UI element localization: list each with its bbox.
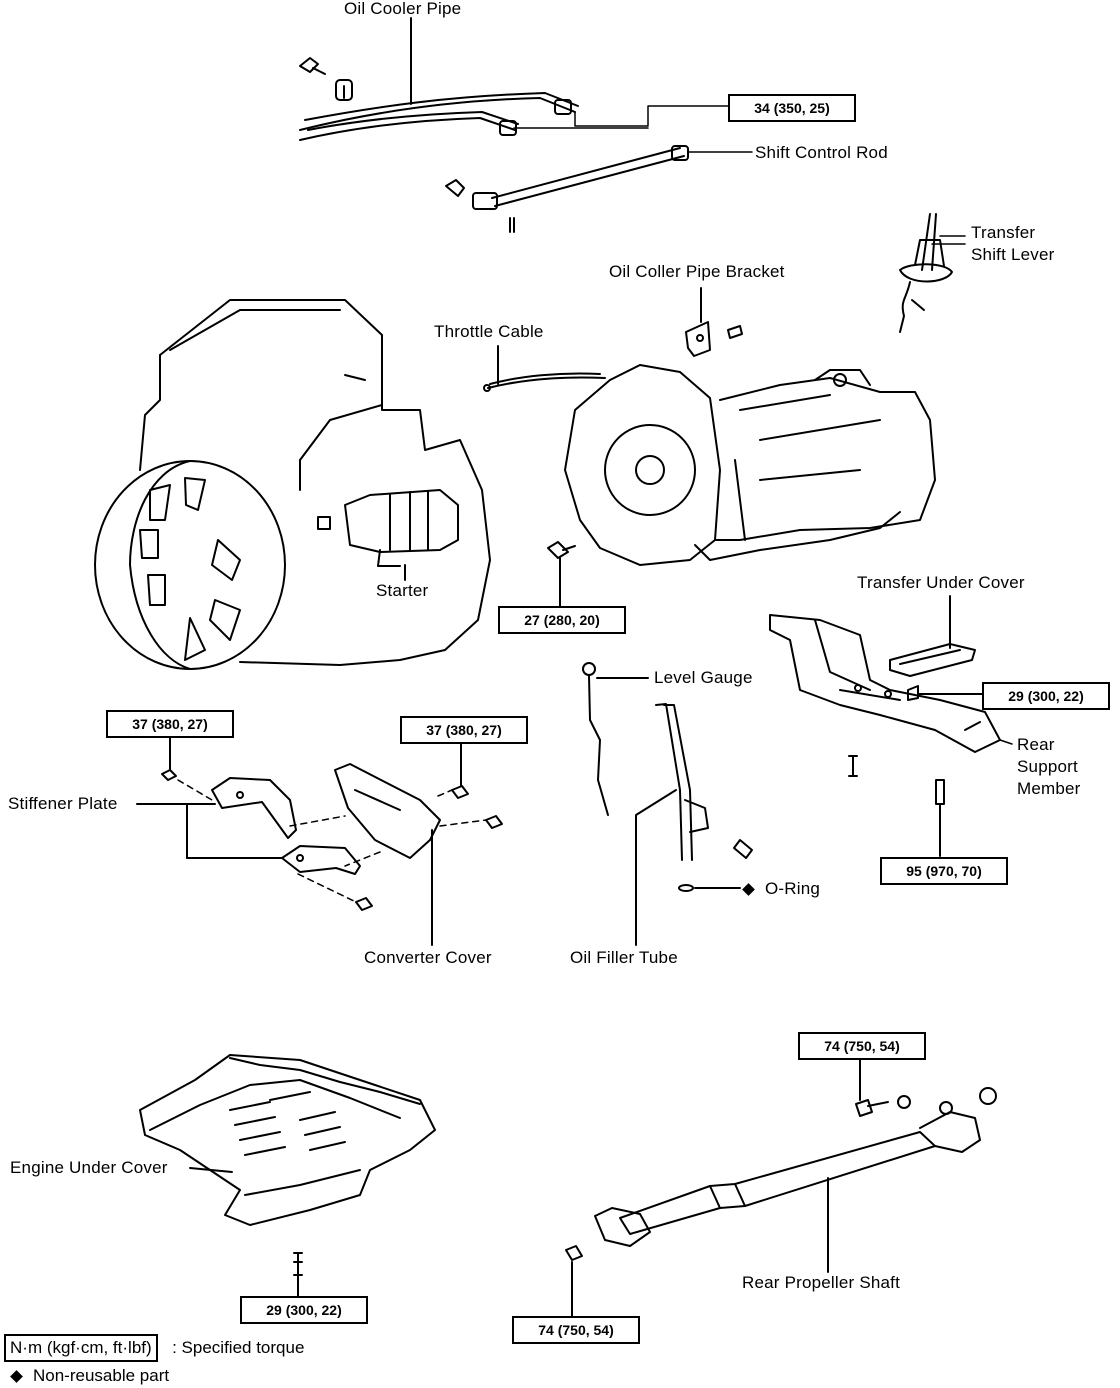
label-rear-support-member-line1: Rear (1017, 735, 1055, 754)
torque-propeller-shaft-front: 74 (750, 54) (512, 1316, 640, 1344)
label-transfer-shift-lever-line1: Transfer (971, 223, 1036, 242)
nonreusable-diamond-icon (742, 882, 755, 896)
stiffener-plate-drawing (136, 777, 361, 875)
label-rear-support-member-line3: Member (1017, 779, 1081, 798)
torque-transfer-under-cover: 29 (300, 22) (982, 682, 1110, 710)
label-rear-propeller-shaft: Rear Propeller Shaft (742, 1273, 901, 1292)
torque-propeller-shaft-rear: 74 (750, 54) (798, 1032, 926, 1060)
label-level-gauge: Level Gauge (654, 668, 753, 687)
level-gauge-drawing (582, 662, 649, 816)
small-bolts (161, 769, 503, 911)
leader-lines (513, 105, 1013, 745)
label-oil-cooler-pipe: Oil Cooler Pipe (344, 0, 462, 18)
torque-transmission-bolt: 27 (280, 20) (498, 606, 626, 634)
oil-cooler-pipe-drawing (299, 17, 579, 141)
engine-block-drawing (94, 299, 491, 670)
throttle-cable-drawing (483, 345, 606, 392)
label-transfer-under-cover: Transfer Under Cover (857, 573, 1025, 592)
pipe-bracket-drawing (685, 287, 743, 357)
oil-filler-tube-drawing (635, 703, 753, 946)
legend-torque-meaning: : Specified torque (172, 1338, 305, 1357)
rear-support-member-drawing (769, 614, 1001, 857)
legend-torque-row: N·m (kgf·cm, ft·lbf) : Specified torque (4, 1334, 304, 1362)
label-o-ring-text: O-Ring (765, 879, 821, 898)
rear-propeller-shaft-drawing (565, 1057, 997, 1319)
label-throttle-cable: Throttle Cable (434, 322, 544, 341)
label-oil-cooler-pipe-bracket: Oil Coller Pipe Bracket (609, 262, 785, 281)
dashed-guides (177, 779, 487, 903)
converter-cover-drawing (334, 763, 441, 946)
torque-rear-support-member: 95 (970, 70) (880, 857, 1008, 885)
torque-engine-under-cover: 29 (300, 22) (240, 1296, 368, 1324)
transfer-shift-lever-drawing (899, 213, 953, 333)
label-rear-support-member-line2: Support (1017, 757, 1078, 776)
label-shift-control-rod: Shift Control Rod (755, 143, 888, 162)
torque-oil-cooler-pipe: 34 (350, 25) (728, 94, 856, 122)
transmission-drawing (564, 364, 936, 566)
label-starter: Starter (376, 581, 429, 600)
transmission-bolt-drawing (547, 541, 576, 609)
torque-stiffener-plate: 37 (380, 27) (106, 710, 234, 738)
label-converter-cover: Converter Cover (364, 948, 492, 967)
legend-diamond-icon (10, 1369, 23, 1383)
legend-nonreusable-text: Non-reusable part (33, 1366, 170, 1385)
pipe-bolts (299, 57, 353, 101)
label-engine-under-cover: Engine Under Cover (10, 1158, 168, 1177)
label-oil-filler-tube: Oil Filler Tube (570, 948, 678, 967)
transfer-under-cover-drawing (889, 595, 976, 677)
torque-converter-cover: 37 (380, 27) (400, 716, 528, 744)
label-rear-support-member: Rear Support Member (1017, 734, 1081, 800)
label-o-ring: O-Ring (742, 879, 821, 899)
shift-control-rod-drawing (445, 145, 689, 233)
legend-nonreusable-row: Non-reusable part (4, 1366, 304, 1386)
engine-under-cover-drawing (139, 1054, 436, 1299)
label-transfer-shift-lever-line2: Shift Lever (971, 245, 1055, 264)
label-transfer-shift-lever: Transfer Shift Lever (971, 222, 1054, 266)
legend-torque-unit: N·m (kgf·cm, ft·lbf) (4, 1334, 158, 1362)
legend: N·m (kgf·cm, ft·lbf) : Specified torque … (4, 1334, 304, 1386)
starter-drawing (317, 489, 459, 581)
label-stiffener-plate: Stiffener Plate (8, 794, 118, 813)
